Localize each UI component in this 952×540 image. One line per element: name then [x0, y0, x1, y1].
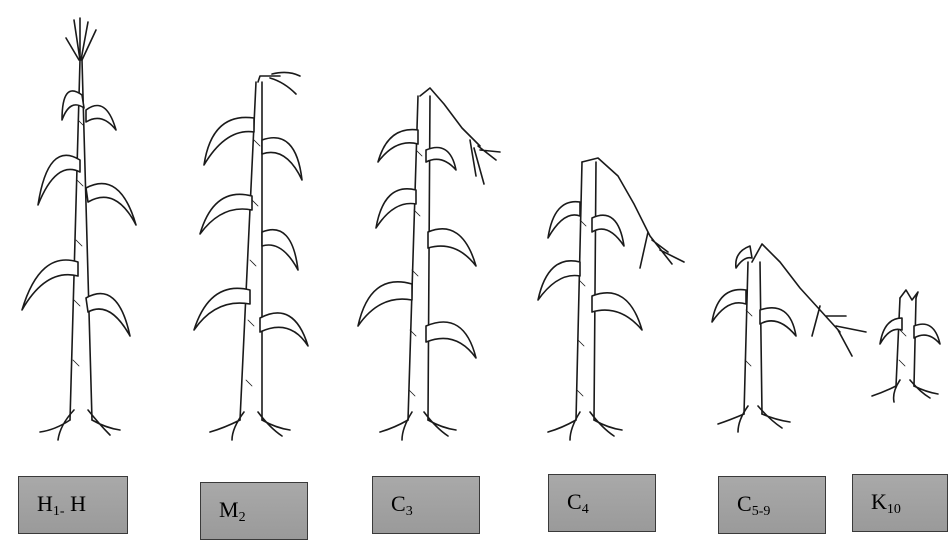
stage-label-1: H1- H: [18, 476, 128, 534]
plant-stage-3: [358, 88, 500, 440]
stage-label-2: M2: [200, 482, 308, 540]
plant-stage-5: [712, 244, 866, 432]
stage-label-3: C3: [372, 476, 480, 534]
plant-stage-4: [538, 158, 684, 440]
plant-stage-1: [22, 18, 136, 440]
plant-stage-2: [194, 72, 308, 440]
stage-label-4: C4: [548, 474, 656, 532]
plant-stage-6: [872, 290, 940, 402]
stage-label-6: K10: [852, 474, 948, 532]
stage-label-5: C5-9: [718, 476, 826, 534]
